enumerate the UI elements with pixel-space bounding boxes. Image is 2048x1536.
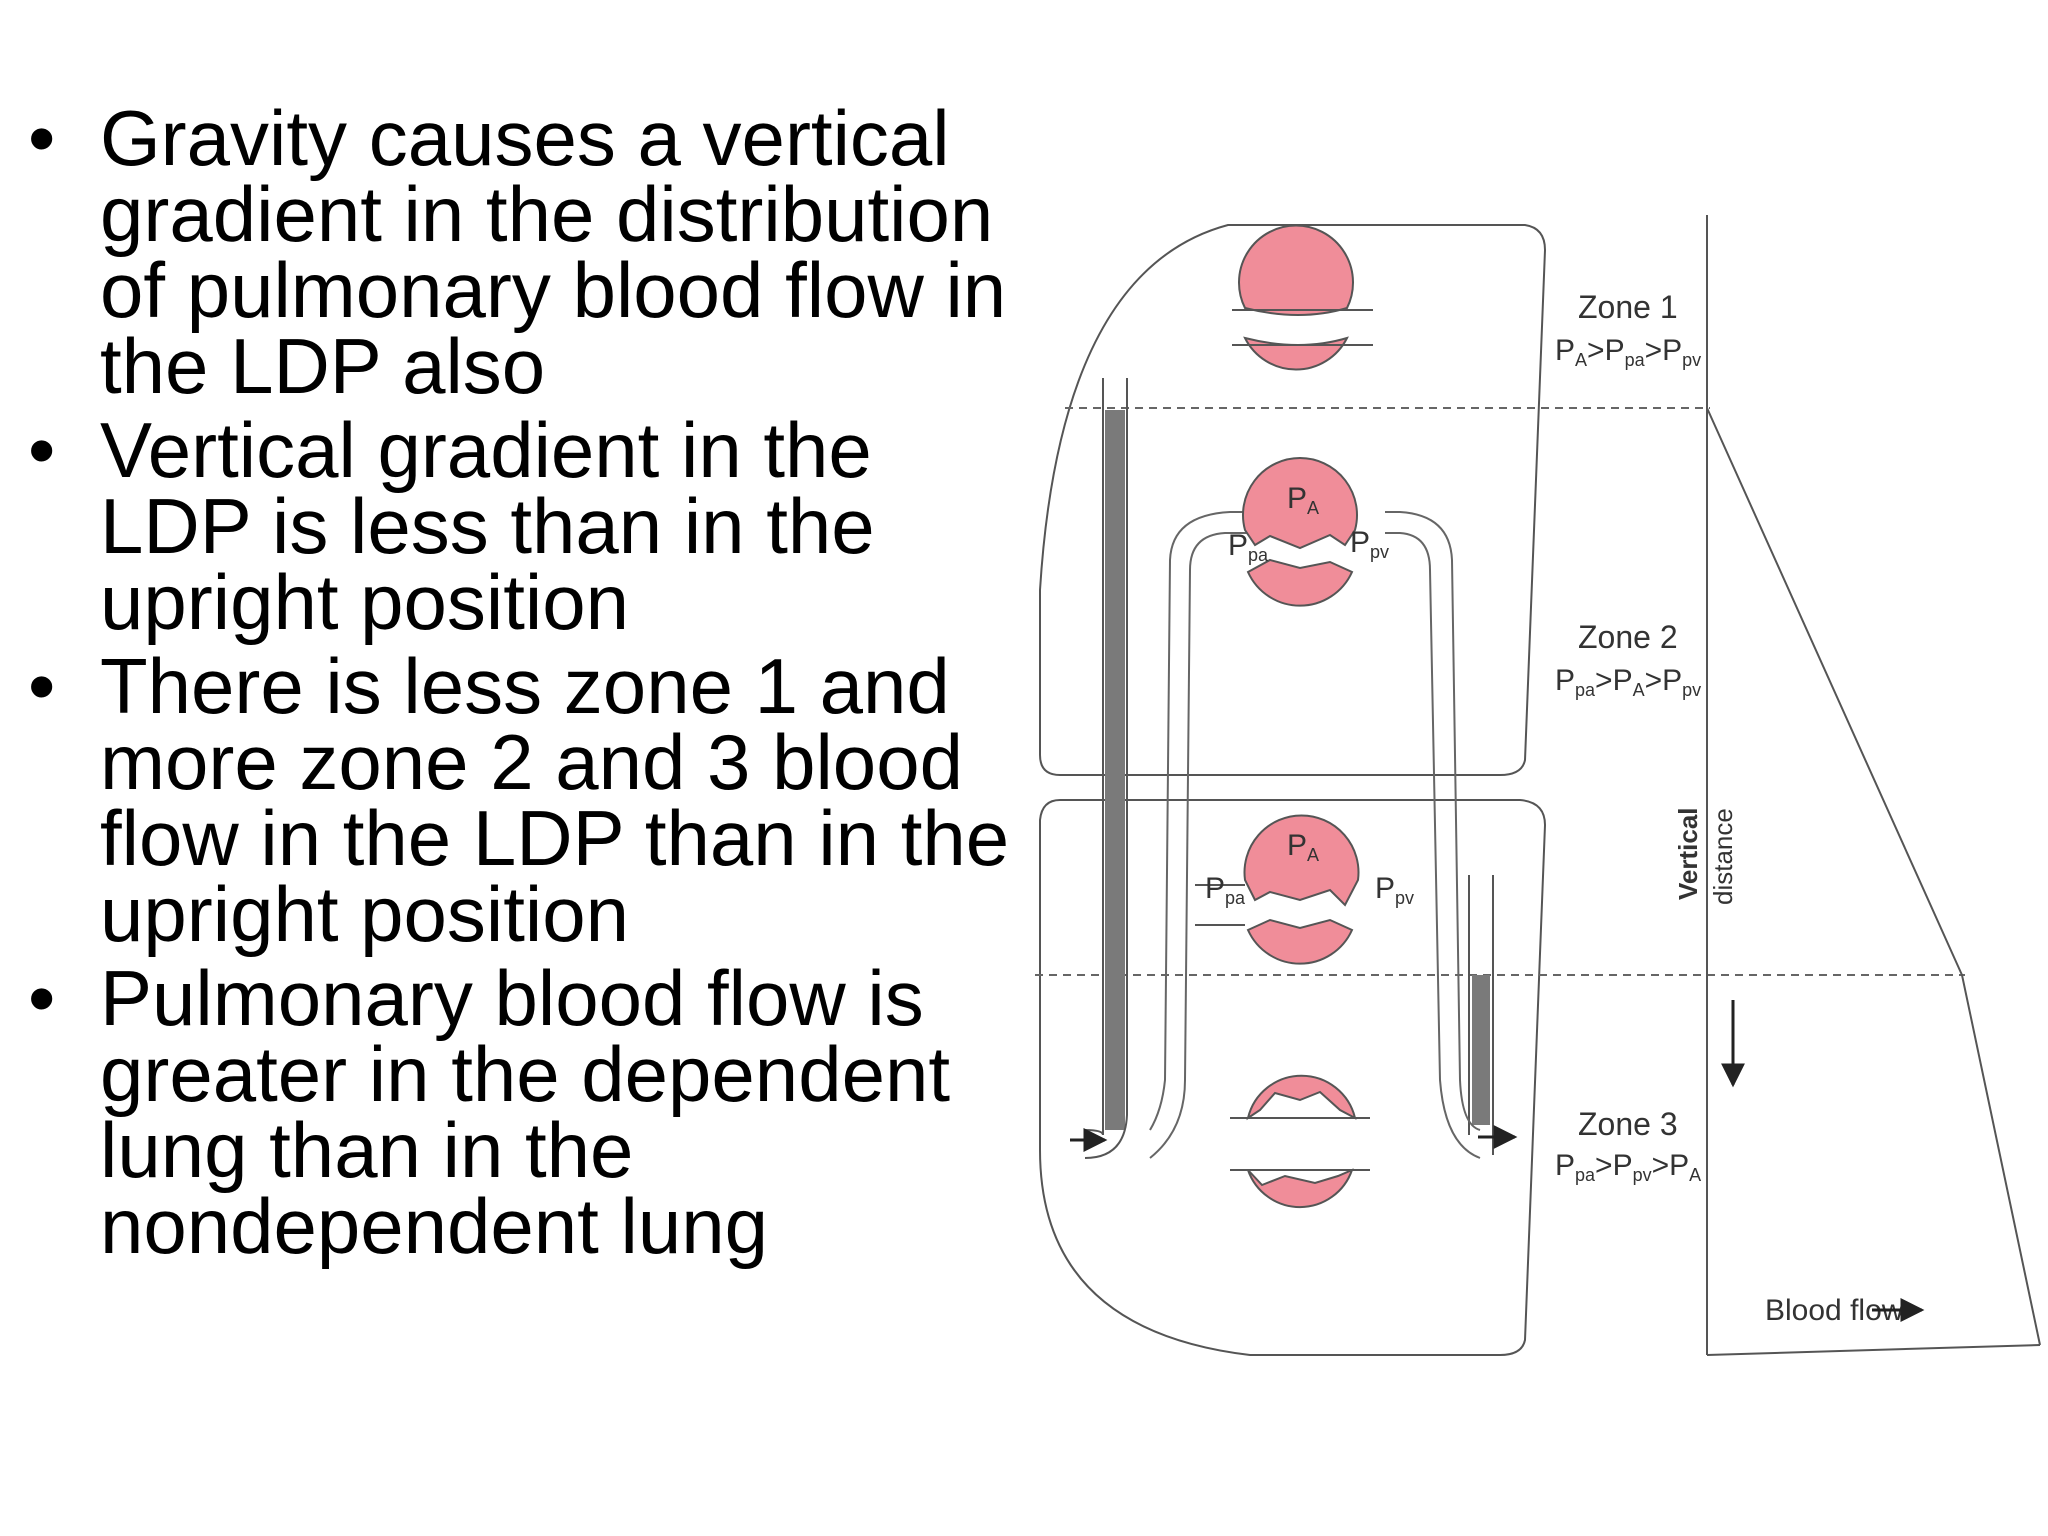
- vessel-upper-loop-inner: [1149, 511, 1481, 1131]
- zone1-title: Zone 1: [1578, 289, 1678, 325]
- zone3-title: Zone 3: [1578, 1106, 1678, 1142]
- bullet-dot: •: [28, 94, 56, 182]
- label-pa-alveolar-zone2: PA: [1287, 482, 1319, 518]
- zone-diagram: PA Ppa Ppv PA Ppa Ppv Zone 1 PA>Ppa>Ppv …: [1035, 215, 2041, 1356]
- alveolus-zone2-bottom: [1246, 558, 1354, 607]
- label-ppa-zone2: Ppa: [1228, 529, 1269, 565]
- horizontal-axis: [1706, 1344, 2041, 1356]
- lung-outline-lower: [1039, 799, 1547, 1356]
- alveolus-zone3-bottom: [1247, 1168, 1354, 1209]
- axis-label-distance: distance: [1708, 808, 1738, 905]
- alveolus-zone3: [1246, 1074, 1357, 1121]
- alveolus-zone2-lower: [1243, 814, 1360, 907]
- bullet-item-4: •Pulmonary blood flow is greater in the …: [20, 954, 1030, 1265]
- lung-outline: [1039, 224, 1547, 776]
- label-ppa-zone2-lower: Ppa: [1205, 872, 1246, 908]
- zone1-relation: PA>Ppa>Ppv: [1555, 334, 1701, 370]
- alveolus-zone2-lower-bottom: [1246, 918, 1354, 965]
- alveolus-zone2: [1242, 457, 1358, 550]
- label-ppv-zone2-lower: Ppv: [1375, 872, 1414, 908]
- axis-label-vertical: Vertical: [1673, 807, 1703, 900]
- zone2-relation: Ppa>PA>Ppv: [1555, 664, 1701, 700]
- bullet-text-4: Pulmonary blood flow is greater in the d…: [100, 954, 951, 1270]
- label-ppv-zone2: Ppv: [1350, 526, 1389, 562]
- blood-flow-profile: [1706, 407, 2041, 1346]
- alveolus-zone1-bottom: [1243, 336, 1349, 371]
- bullet-text-1: Gravity causes a vertical gradient in th…: [100, 94, 1007, 410]
- zone3-relation: Ppa>Ppv>PA: [1555, 1149, 1701, 1185]
- bullet-item-1: •Gravity causes a vertical gradient in t…: [20, 94, 1030, 405]
- alveolus-zone1: [1238, 224, 1354, 316]
- venous-pressure-column: [1472, 975, 1490, 1125]
- bullet-text-3: There is less zone 1 and more zone 2 and…: [100, 642, 1010, 958]
- bullet-item-3: •There is less zone 1 and more zone 2 an…: [20, 642, 1030, 953]
- vessel-upper-loop: [1149, 532, 1481, 1159]
- bullet-dot: •: [28, 954, 56, 1042]
- arterial-pressure-column: [1105, 410, 1125, 1130]
- bullet-item-2: •Vertical gradient in the LDP is less th…: [20, 406, 1030, 641]
- bullet-dot: •: [28, 406, 56, 494]
- bullet-text-2: Vertical gradient in the LDP is less tha…: [100, 406, 875, 646]
- bullet-dot: •: [28, 642, 56, 730]
- bullet-list: • Gravity causes a vertical gradient in t…: [20, 94, 1030, 1272]
- zone2-title: Zone 2: [1578, 619, 1678, 655]
- label-pa-alveolar-zone2-lower: PA: [1287, 829, 1319, 865]
